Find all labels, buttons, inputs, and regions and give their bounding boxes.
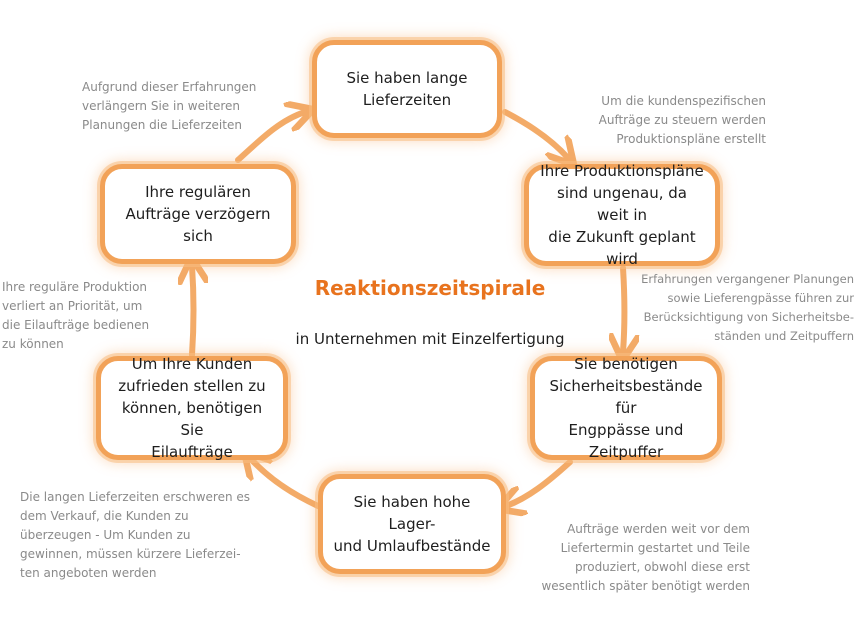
note-bottom-left: Die langen Lieferzeiten erschweren es de… [20, 490, 251, 580]
arrow-right-down [623, 265, 625, 352]
diagram-subtitle: in Unternehmen mit Einzelfertigung [295, 330, 565, 348]
box-safety-stock-label: Sie benötigen Sicherheitsbestände für En… [549, 355, 703, 461]
box-regular-delayed-label: Ihre regulären Aufträge verzögern sich [125, 183, 271, 245]
arrow-left-up [192, 266, 194, 358]
arrow-top-left [235, 112, 305, 163]
arrow-bottom-left [250, 458, 321, 509]
note-top-right: Um die kundenspezifischen Aufträge zu st… [598, 94, 766, 146]
diagram-title: Reaktionszeitspirale [314, 276, 546, 300]
note-mid-left: Ihre reguläre Produktion verliert an Pri… [2, 280, 150, 351]
box-plans-inaccurate-label: Ihre Produktionspläne sind ungenau, da w… [540, 162, 704, 268]
box-rush-orders: Um Ihre Kunden zufrieden stellen zu könn… [96, 355, 288, 461]
box-high-inventory: Sie haben hohe Lager- und Umlaufbestände [318, 474, 506, 574]
note-bottom-right: Aufträge werden weit vor dem Liefertermi… [541, 522, 750, 593]
arrow-top-right [502, 109, 568, 158]
box-high-inventory-label: Sie haben hohe Lager- und Umlaufbestände [333, 493, 491, 555]
box-plans-inaccurate: Ihre Produktionspläne sind ungenau, da w… [524, 162, 720, 268]
box-regular-delayed: Ihre regulären Aufträge verzögern sich [100, 164, 296, 264]
note-mid-right: Erfahrungen vergangener Planungen sowie … [641, 272, 854, 343]
note-top-left: Aufgrund dieser Erfahrungen verlängern S… [82, 80, 257, 132]
box-rush-orders-label: Um Ihre Kunden zufrieden stellen zu könn… [118, 355, 266, 461]
box-long-lead-times: Sie haben lange Lieferzeiten [312, 40, 502, 138]
box-safety-stock: Sie benötigen Sicherheitsbestände für En… [530, 355, 722, 461]
arrow-bottom-right [506, 459, 573, 506]
box-long-lead-times-label: Sie haben lange Lieferzeiten [346, 69, 468, 109]
